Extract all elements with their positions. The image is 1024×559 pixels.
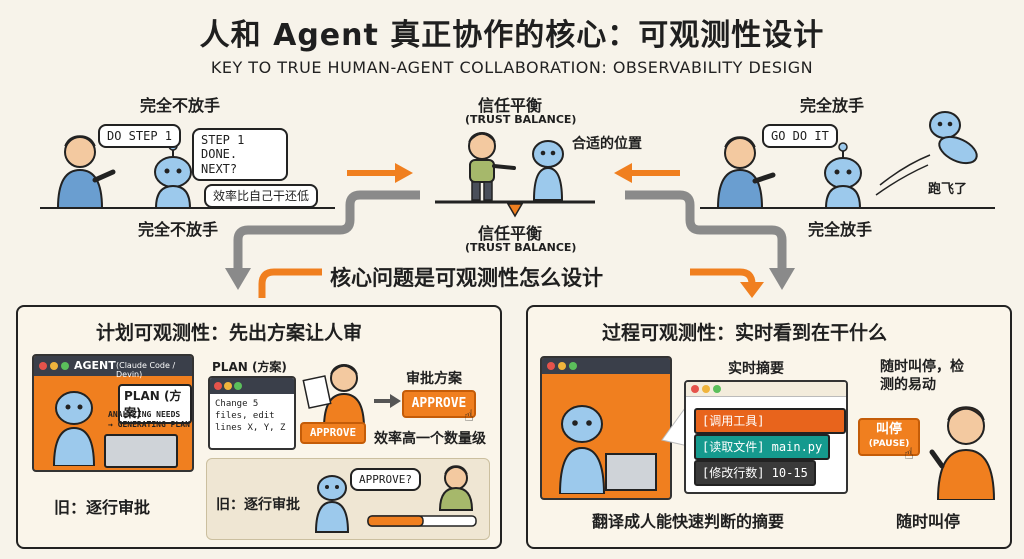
robot-figure-icon (558, 405, 657, 494)
agent-window: AGENT (Claude Code / Devin) PLAN (方案) AN… (32, 354, 194, 472)
agent-window-title: AGENT (74, 359, 116, 372)
old-approval-label: 旧：逐行审批 (54, 498, 151, 517)
progress-bar-fill (367, 515, 424, 527)
arrow-left-icon (614, 163, 680, 183)
robot-figure-icon (532, 140, 564, 201)
right-scene-illustration (700, 111, 995, 209)
robot-figure-icon (154, 141, 192, 209)
flow-arrows (225, 190, 795, 298)
summary-row-lines: [修改行数] 10-15 (694, 460, 816, 486)
plan-panel-title: 计划可观测性：先出方案让人审 (96, 322, 363, 344)
agent-screen (540, 356, 672, 500)
arrow-down-icon (740, 282, 764, 298)
agent-status-line: → GENERATING PLAN (108, 420, 190, 430)
pointer-hand-icon: ☝ (904, 444, 914, 463)
center-top-sublabel: (TRUST BALANCE) (465, 113, 577, 126)
agent-status: ANALYZING NEEDS → GENERATING PLAN (108, 410, 190, 431)
human-figure-icon (716, 136, 776, 209)
summary-row-file: [读取文件] main.py (694, 434, 831, 460)
approve-button[interactable]: APPROVE (402, 390, 476, 418)
approve-small-button[interactable]: APPROVE (300, 422, 366, 444)
pointer-hand-icon: ☝ (464, 406, 474, 425)
reviewer-figure-icon (302, 364, 366, 428)
robot-runaway-label: 跑飞了 (928, 182, 968, 197)
left-top-label: 完全不放手 (140, 96, 221, 115)
pause-anytime-label: 随时叫停 (896, 512, 961, 531)
window-close-icon (547, 362, 555, 370)
flying-robot-icon (875, 111, 978, 196)
human-figure-icon (56, 135, 116, 209)
arrow-down-icon (225, 268, 251, 290)
robot-figure-icon (314, 475, 350, 533)
plan-tag: PLAN (方案) (118, 384, 192, 424)
center-bottom-sublabel: (TRUST BALANCE) (465, 241, 577, 254)
plan-doc-title: PLAN (方案) (212, 360, 287, 374)
human-speech-bubble: GO DO IT (762, 124, 838, 149)
window-minimize-icon (558, 362, 566, 370)
agent-status-line: ANALYZING NEEDS (108, 410, 181, 419)
robot-figure-icon (52, 391, 96, 466)
laptop-icon (104, 434, 178, 468)
approve-question-bubble: APPROVE? (350, 468, 421, 492)
plan-document-text: Change 5 files, edit lines X, Y, Z (215, 399, 286, 434)
core-question: 核心问题是可观测性怎么设计 (330, 266, 603, 290)
balance-illustration (435, 132, 595, 218)
window-maximize-icon (61, 362, 69, 370)
arrow-right-icon (347, 163, 413, 183)
pause-button-label: 叫停 (875, 422, 902, 437)
pause-button[interactable]: 叫停 (PAUSE) (858, 418, 920, 456)
window-maximize-icon (234, 382, 242, 390)
window-minimize-icon (702, 385, 710, 393)
human-thought-bubble: 效率比自己干还低 (204, 184, 319, 209)
summary-row-tool: [调用工具] search_code (694, 408, 846, 450)
translate-summary-label: 翻译成人能快速判断的摘要 (592, 512, 785, 531)
center-side-label: 合适的位置 (572, 136, 642, 152)
arrow-down-icon (769, 268, 795, 290)
window-close-icon (214, 382, 222, 390)
window-maximize-icon (713, 385, 721, 393)
efficiency-label: 效率高一个数量级 (374, 431, 486, 447)
old-approval-inset-label: 旧：逐行审批 (216, 497, 300, 513)
window-minimize-icon (50, 362, 58, 370)
window-close-icon (691, 385, 699, 393)
page-subtitle: KEY TO TRUE HUMAN-AGENT COLLABORATION: O… (210, 58, 814, 77)
right-top-label: 完全放手 (800, 96, 865, 115)
page-title: 人和 Agent 真正协作的核心：可观测性设计 (199, 18, 825, 53)
center-bottom-label: 信任平衡 (478, 224, 543, 243)
line-approval-illustration (314, 465, 477, 533)
window-minimize-icon (224, 382, 232, 390)
process-panel-title: 过程可观测性：实时看到在干什么 (602, 322, 888, 344)
human-figure-icon (438, 465, 474, 511)
right-bottom-label: 完全放手 (808, 220, 873, 239)
summary-title: 实时摘要 (728, 361, 784, 377)
center-top-label: 信任平衡 (478, 96, 543, 115)
window-close-icon (39, 362, 47, 370)
robot-figure-icon (824, 142, 862, 209)
pause-button-sublabel: (PAUSE) (868, 439, 910, 449)
arrow-right-icon (374, 394, 401, 408)
agent-window-subtitle: (Claude Code / Devin) (116, 361, 176, 379)
human-speech-bubble: DO STEP 1 (98, 124, 182, 149)
approve-plan-label: 审批方案 (406, 371, 462, 387)
robot-speech-bubble: STEP 1 DONE. NEXT? (192, 128, 288, 182)
human-figure-icon (468, 132, 516, 201)
summary-window: [调用工具] search_code [读取文件] main.py [修改行数]… (684, 380, 848, 494)
balance-pivot-icon (506, 203, 524, 218)
left-bottom-label: 完全不放手 (138, 220, 219, 239)
window-maximize-icon (569, 362, 577, 370)
laptop-icon (605, 453, 657, 491)
plan-document: Change 5 files, edit lines X, Y, Z (208, 376, 296, 450)
human-figure-icon (929, 406, 996, 500)
pause-note: 随时叫停，检测的易动 (880, 359, 964, 394)
